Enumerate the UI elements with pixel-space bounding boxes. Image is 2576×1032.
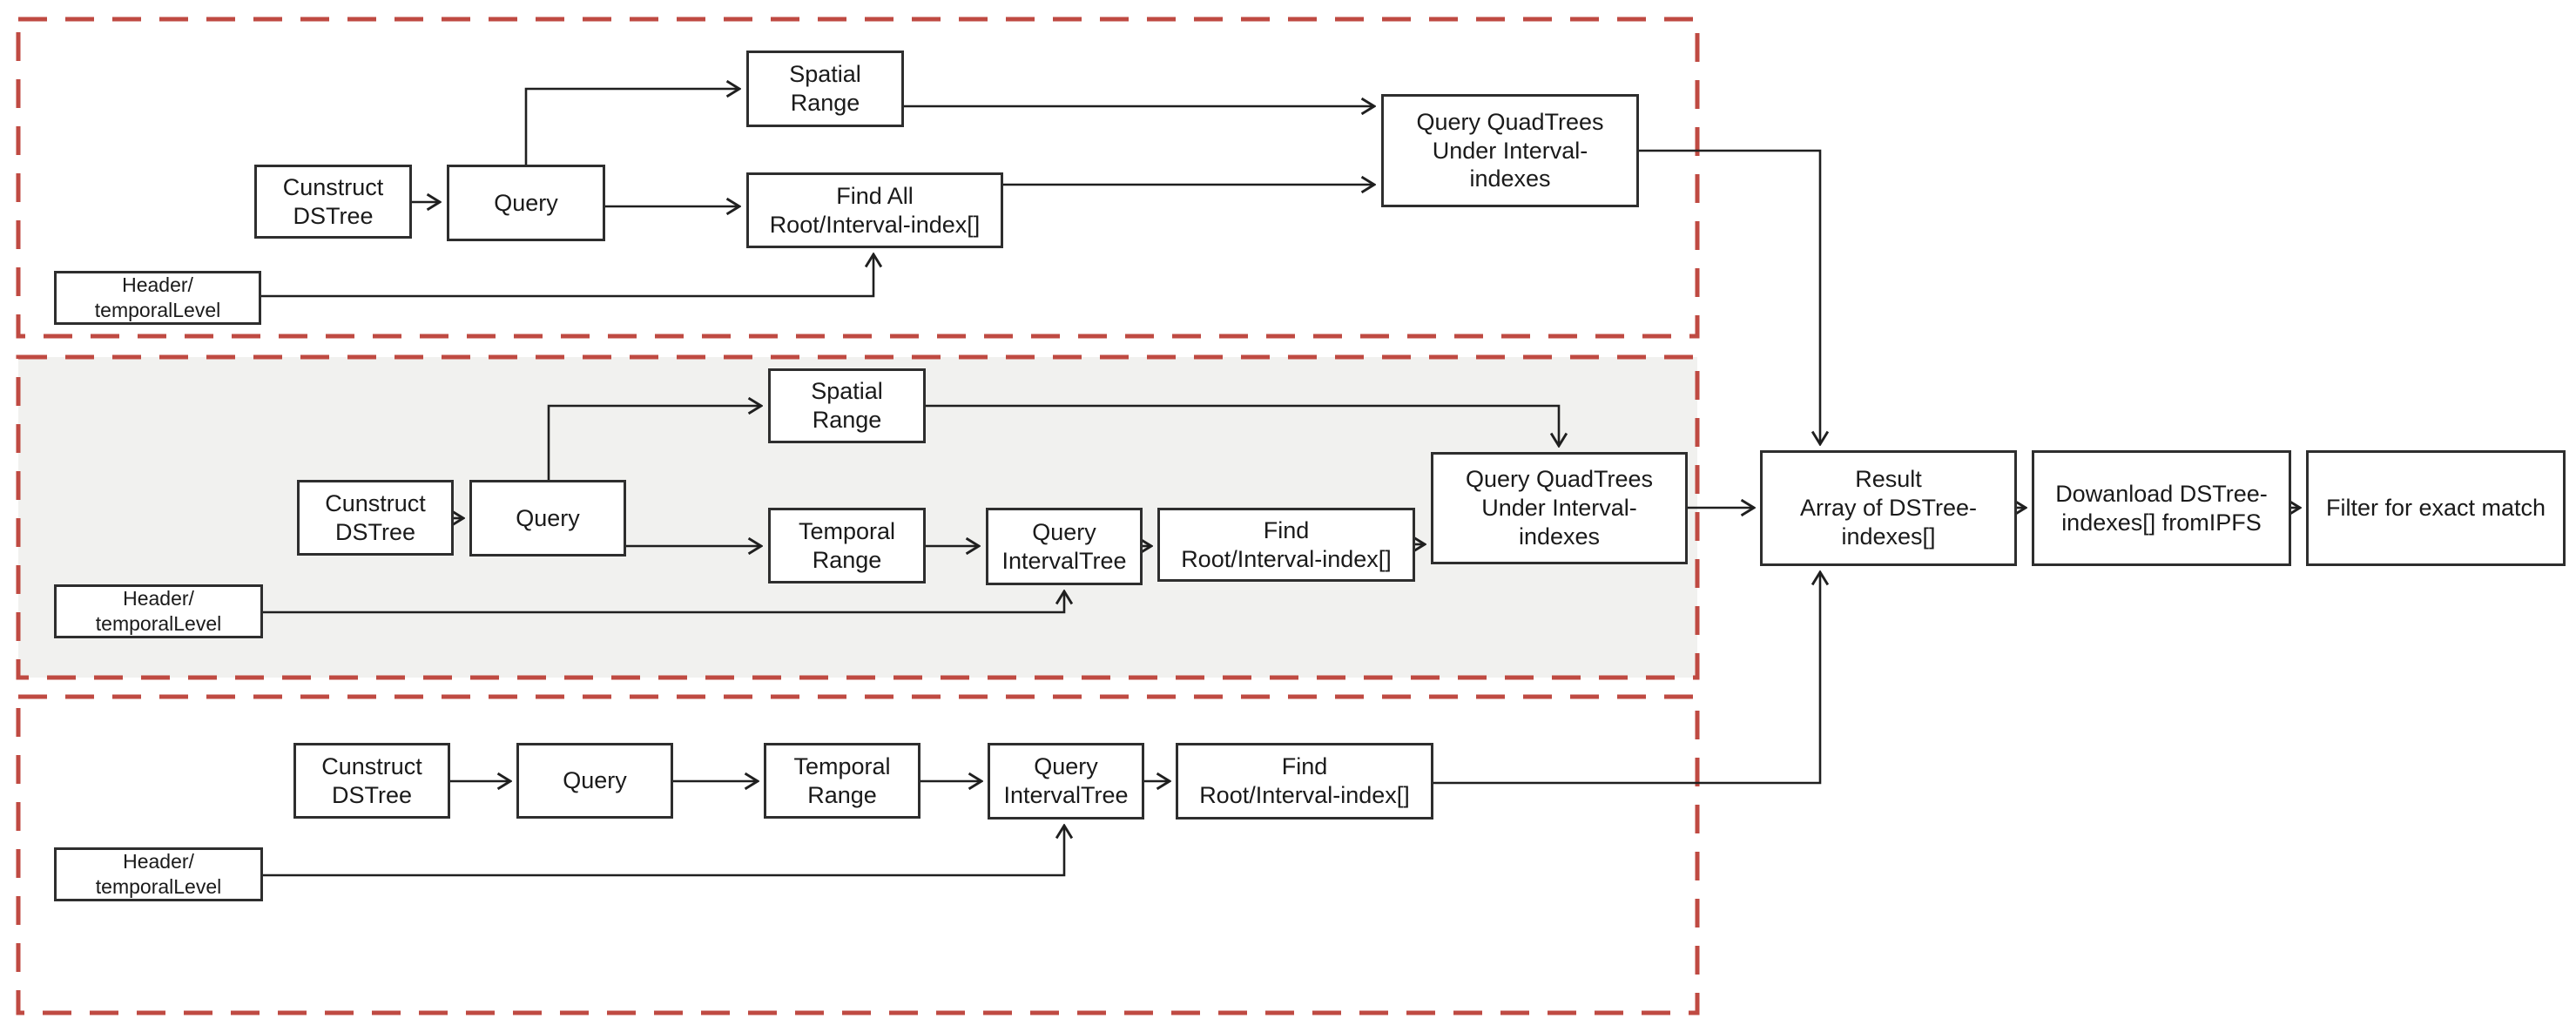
node-label: Find All Root/Interval-index[]	[769, 182, 981, 238]
node-label: Spatial Range	[811, 378, 883, 433]
node-label: Query QuadTrees Under Interval- indexes	[1465, 466, 1654, 550]
node-label: Cunstruct DSTree	[321, 752, 422, 808]
node-top-spatial-range: Spatial Range	[746, 51, 904, 127]
node-result-array-dstree-indexes: Result Array of DSTree- indexes[]	[1760, 450, 2017, 566]
section-frame-bottom	[16, 694, 1700, 1015]
node-label: Result Array of DSTree- indexes[]	[1799, 466, 1978, 550]
edge-top-header-findall	[261, 254, 873, 298]
node-mid-temporal-range: Temporal Range	[768, 508, 926, 583]
node-top-query-quadtrees: Query QuadTrees Under Interval- indexes	[1381, 94, 1639, 207]
node-mid-find-root-interval-index: Find Root/Interval-index[]	[1157, 508, 1415, 582]
node-label: Temporal Range	[798, 517, 896, 573]
node-bot-header-temporallevel: Header/ temporalLevel	[54, 847, 263, 901]
edge-top-query-spatialrange	[524, 89, 739, 165]
node-download-dstree-indexes-ipfs: Dowanload DSTree- indexes[] fromIPFS	[2032, 450, 2291, 566]
node-label: Query IntervalTree	[1003, 753, 1129, 808]
node-bot-query-intervaltree: Query IntervalTree	[988, 743, 1144, 820]
node-label: Query	[563, 767, 627, 794]
node-mid-query-intervaltree: Query IntervalTree	[986, 508, 1143, 585]
node-top-query: Query	[447, 165, 605, 241]
edge-mid-header-intervaltree	[263, 591, 1064, 614]
node-mid-query-quadtrees: Query QuadTrees Under Interval- indexes	[1431, 452, 1688, 564]
node-label: Filter for exact match	[2325, 495, 2546, 522]
node-label: Query	[494, 189, 558, 216]
node-label: Query QuadTrees Under Interval- indexes	[1416, 108, 1604, 192]
node-label: Header/ temporalLevel	[95, 850, 222, 898]
node-label: Header/ temporalLevel	[95, 587, 222, 635]
node-bot-query: Query	[516, 743, 673, 819]
node-mid-spatial-range: Spatial Range	[768, 368, 926, 443]
node-mid-construct-dstree: Cunstruct DSTree	[297, 480, 454, 556]
node-mid-query: Query	[469, 480, 626, 556]
node-top-construct-dstree: Cunstruct DSTree	[254, 165, 412, 239]
edge-mid-query-spatialrange	[547, 406, 761, 480]
section-frame-top	[16, 17, 1700, 339]
node-label: Dowanload DSTree- indexes[] fromIPFS	[2055, 480, 2268, 536]
node-label: Cunstruct DSTree	[282, 173, 384, 229]
edge-bot-findroot-result	[1433, 572, 1820, 785]
node-label: Temporal Range	[793, 752, 891, 808]
node-label: Cunstruct DSTree	[325, 489, 426, 545]
node-top-header-temporallevel: Header/ temporalLevel	[54, 271, 261, 325]
node-label: Spatial Range	[789, 61, 861, 116]
node-bot-temporal-range: Temporal Range	[764, 743, 920, 819]
node-label: Query	[516, 504, 580, 531]
node-mid-header-temporallevel: Header/ temporalLevel	[54, 584, 263, 638]
node-label: Query IntervalTree	[1001, 518, 1127, 574]
edge-bot-header-intervaltree	[263, 826, 1064, 877]
node-top-find-all-root-interval-index: Find All Root/Interval-index[]	[746, 172, 1003, 248]
node-label: Find Root/Interval-index[]	[1199, 753, 1410, 808]
node-bot-find-root-interval-index: Find Root/Interval-index[]	[1176, 743, 1433, 820]
node-filter-exact-match: Filter for exact match	[2306, 450, 2566, 566]
node-bot-construct-dstree: Cunstruct DSTree	[293, 743, 450, 819]
node-label: Header/ temporalLevel	[94, 273, 221, 321]
edge-top-quadtrees-result	[1639, 149, 1820, 444]
edge-mid-spatialrange-quadtrees	[926, 404, 1559, 446]
node-label: Find Root/Interval-index[]	[1181, 516, 1392, 572]
